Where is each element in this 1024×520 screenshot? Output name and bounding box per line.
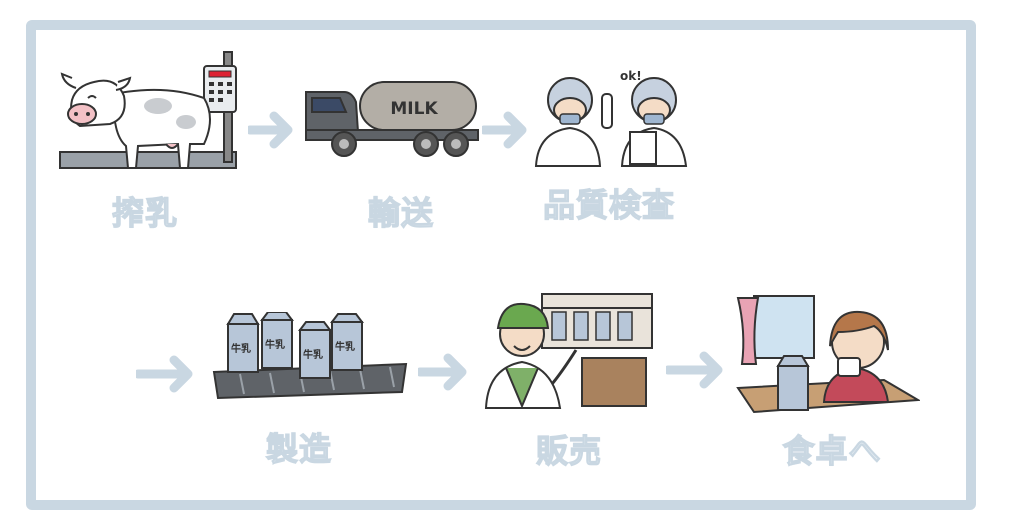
milk-truck-icon: MILK	[305, 81, 479, 157]
cow-milking-icon	[59, 51, 237, 169]
carton-label-2: 牛乳	[265, 338, 285, 351]
step-label-sales: 販売	[535, 431, 602, 470]
truck-milk-text: MILK	[390, 99, 438, 119]
carton-label-4: 牛乳	[335, 340, 355, 353]
step-label-manufacturing: 製造	[265, 429, 332, 468]
arrow-right-icon-1	[248, 111, 293, 149]
shop-clerk-icon	[484, 293, 653, 409]
step-label-milking: 搾乳	[111, 193, 178, 232]
girl-drinking-milk-icon	[736, 295, 920, 414]
carton-label-3: 牛乳	[303, 348, 323, 361]
step-label-table: 食卓へ	[782, 431, 882, 470]
inspection-ok-bubble: ok!	[620, 69, 642, 83]
step-label-inspection: 品質検査	[542, 185, 675, 224]
step-label-transport: 輸送	[367, 193, 434, 232]
arrow-right-icon-3	[136, 355, 193, 393]
arrow-right-icon-5	[666, 351, 723, 389]
carton-label-1: 牛乳	[231, 342, 251, 355]
arrow-right-icon-2	[482, 111, 527, 149]
quality-inspection-icon: ok!	[534, 69, 688, 167]
arrow-right-icon-4	[418, 353, 467, 391]
milk-carton-conveyor-icon: 牛乳 牛乳 牛乳 牛乳	[212, 312, 408, 400]
